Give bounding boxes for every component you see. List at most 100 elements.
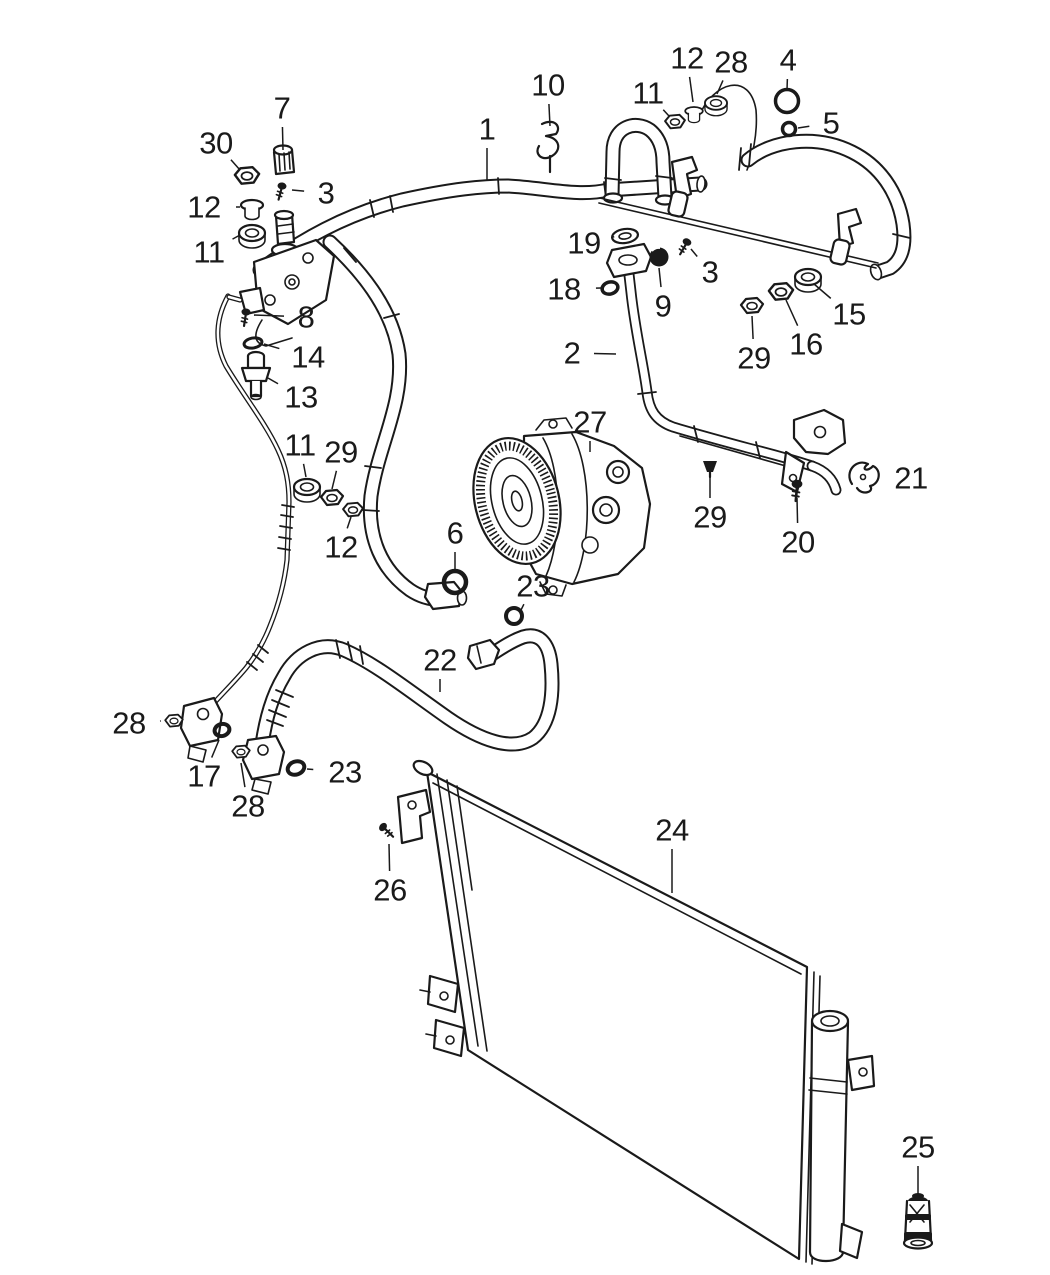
callout-4: 4 [779,42,797,78]
clamp-10 [536,120,560,174]
nut-16 [767,281,795,301]
screw-3a [274,180,289,202]
callout-1: 1 [478,111,496,147]
nut-12-left [342,501,364,518]
leader-layer [159,76,919,1196]
callout-7: 7 [273,90,291,126]
o-ring-6 [441,568,469,596]
hose-1-main [252,175,708,278]
callout-10: 10 [531,67,565,103]
o-ring-23a [504,606,524,626]
o-ring-18 [600,280,620,296]
drier-bracket [846,1054,876,1092]
callout-14: 14 [291,339,325,375]
screw-3b [675,235,694,258]
grommet-11b [292,477,322,504]
leader-line [253,314,285,317]
upper-right-hose [697,84,912,281]
callout-13: 13 [284,379,318,415]
callout-2: 2 [563,335,581,371]
nut-11-top [664,113,686,130]
leader-line [331,470,338,490]
callout-9: 9 [654,288,672,324]
leader-line [785,299,799,326]
screw-26 [376,820,398,841]
nut-29-top [739,296,765,315]
clip-21 [848,461,880,494]
leader-line [302,463,307,478]
callout-25: 25 [901,1129,935,1165]
callout-18: 18 [547,271,581,307]
condenser-tab-1 [426,974,460,1014]
callout-30: 30 [199,125,233,161]
callout-16: 16 [789,326,823,362]
leader-line [346,516,352,529]
leader-line [263,343,280,350]
leader-line [548,103,551,127]
o-ring-17 [212,721,232,739]
leader-line [240,762,246,788]
hose-22-fitting-block-1 [179,696,224,748]
hose-22 [179,628,560,795]
manifold-assembly [226,209,336,347]
washer-12-top [684,106,704,124]
liquid-line-diagonal [598,155,879,269]
nut-28-lower [231,744,251,759]
leader-line [593,352,617,355]
nut-30 [233,165,261,185]
nut-28-left [164,713,184,728]
callout-21: 21 [894,460,928,496]
callout-27: 27 [573,404,607,440]
hose-1-end-fitting [423,580,464,611]
line-clamp-1 [667,190,689,218]
line-clamp-2 [829,238,851,266]
o-ring-4 [773,87,801,115]
condenser-tab-2 [432,1018,466,1058]
callout-15: 15 [832,296,866,332]
callout-12: 12 [324,529,358,565]
callout-29: 29 [737,340,771,376]
callout-8: 8 [297,299,315,335]
hose-2 [605,242,847,496]
drier-tab [838,1222,864,1260]
hose-2-nut [605,242,653,279]
leader-line [281,126,284,151]
leader-line [690,248,698,258]
callout-3: 3 [701,254,719,290]
callout-29: 29 [324,434,358,470]
leader-line [267,377,279,385]
callout-23: 23 [516,568,550,604]
leader-line [291,189,305,192]
hose-22-fitting-block-2 [241,734,286,781]
callout-5: 5 [822,105,840,141]
callout-6: 6 [446,515,464,551]
callout-28: 28 [231,788,265,824]
callout-29: 29 [693,499,727,535]
callout-22: 22 [423,642,457,678]
o-ring-14 [242,336,264,350]
washer-19 [610,227,640,245]
compressor [472,417,652,597]
leader-line [210,739,220,758]
callout-11: 11 [632,75,664,111]
filter-25 [902,1193,934,1250]
leader-line [388,843,391,872]
callout-28: 28 [714,44,748,80]
hose-1-branch [322,234,468,611]
callout-12: 12 [187,189,221,225]
leader-line [230,159,241,171]
callout-19: 19 [567,225,601,261]
cap-9 [649,247,669,267]
plug-12a [239,198,265,221]
receiver-drier [808,1009,876,1263]
leader-line [796,497,799,524]
nut-29-left [319,488,345,507]
condenser [396,759,821,1265]
screw-8 [239,307,252,328]
callout-12: 12 [670,40,704,76]
callout-11: 11 [284,427,316,463]
leader-line [232,234,241,240]
leader-line [797,125,810,129]
callout-23: 23 [328,754,362,790]
